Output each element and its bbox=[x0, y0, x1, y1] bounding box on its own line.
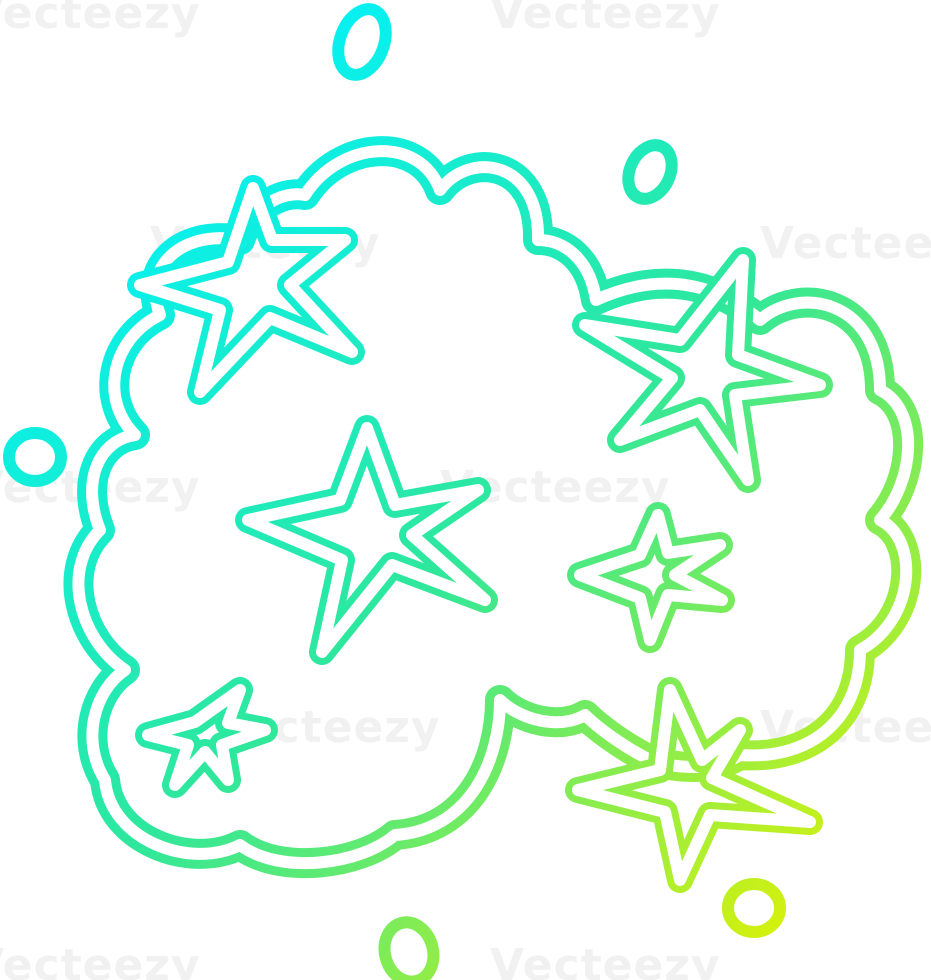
watermark: Vecteezy bbox=[490, 940, 721, 980]
watermark: Vecteezy bbox=[0, 940, 201, 980]
watermark: Vecteezy bbox=[760, 218, 931, 269]
watermark: Vecteezy bbox=[490, 0, 721, 39]
dot-icon bbox=[332, 3, 392, 81]
dot-icon bbox=[722, 878, 786, 938]
dots bbox=[3, 3, 786, 980]
dot-icon bbox=[3, 427, 67, 487]
dot-icon bbox=[378, 916, 440, 980]
dot-icon bbox=[622, 139, 678, 205]
stars-inner bbox=[134, 182, 826, 886]
watermark: Vecteezy bbox=[0, 0, 201, 39]
cloud-icon-inner bbox=[72, 145, 915, 870]
